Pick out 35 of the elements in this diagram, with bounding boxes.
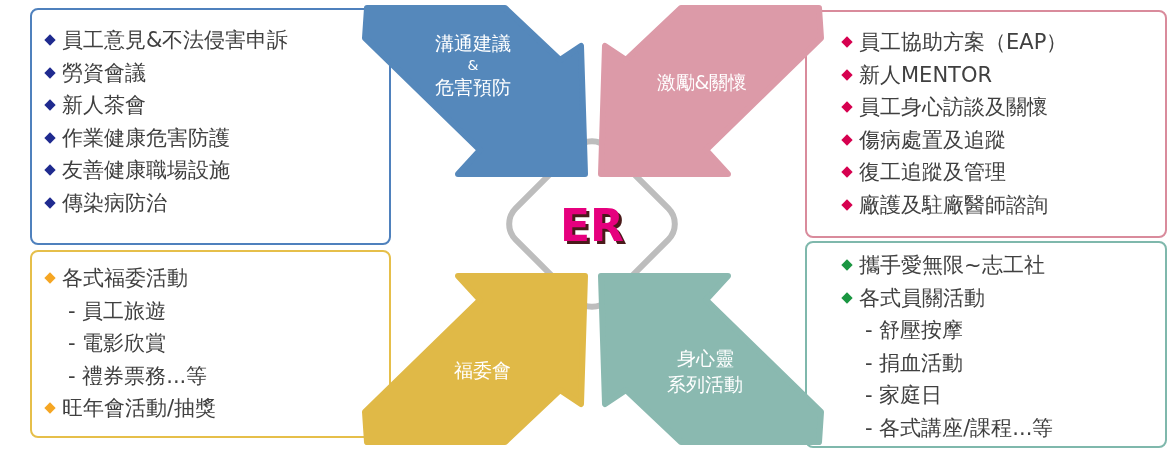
list-panel xyxy=(805,10,1167,238)
list-panel xyxy=(30,8,391,245)
list-item: 各式福委活動 xyxy=(62,265,188,292)
list-item: 勞資會議 xyxy=(62,59,146,87)
arrow-label: & xyxy=(467,56,479,74)
arrow-label: 激勵&關懷 xyxy=(656,70,748,95)
list-item: - 家庭日 xyxy=(865,382,943,409)
arrow-label: 系列活動 xyxy=(667,372,743,397)
list-item: - 員工旅遊 xyxy=(68,297,167,325)
list-item: - 各式講座/課程...等 xyxy=(865,414,1054,442)
arrow-label: 溝通建議 xyxy=(435,31,511,56)
list-item: 員工意見&不法侵害申訴 xyxy=(62,27,289,54)
list-item: 新人MENTOR xyxy=(859,61,993,89)
list-item: - 禮券票務...等 xyxy=(68,362,208,390)
arrow-label: 身心靈 xyxy=(676,346,734,371)
list-item: - 舒壓按摩 xyxy=(865,317,964,344)
list-item: 員工協助方案（EAP） xyxy=(859,29,1068,56)
list-item: 員工身心訪談及關懷 xyxy=(859,94,1048,121)
list-item: 傷病處置及追蹤 xyxy=(859,126,1006,154)
list-item: 旺年會活動/抽獎 xyxy=(62,395,217,422)
arrow-label: 福委會 xyxy=(453,358,511,383)
list-item: - 電影欣賞 xyxy=(68,330,167,357)
list-item: - 捐血活動 xyxy=(865,349,964,377)
list-item: 攜手愛無限~志工社 xyxy=(859,252,1045,279)
list-item: 各式員關活動 xyxy=(859,284,985,312)
arrow-label: 危害預防 xyxy=(435,75,511,100)
center-title: ER xyxy=(560,204,624,248)
list-item: 廠護及駐廠醫師諮詢 xyxy=(859,191,1048,219)
list-item: 作業健康危害防護 xyxy=(62,124,230,152)
list-item: 新人茶會 xyxy=(62,92,146,119)
list-panel xyxy=(30,250,391,438)
list-item: 友善健康職場設施 xyxy=(62,157,230,184)
list-panel xyxy=(805,241,1167,448)
list-item: 傳染病防治 xyxy=(62,189,167,217)
list-item: 復工追蹤及管理 xyxy=(859,159,1006,186)
